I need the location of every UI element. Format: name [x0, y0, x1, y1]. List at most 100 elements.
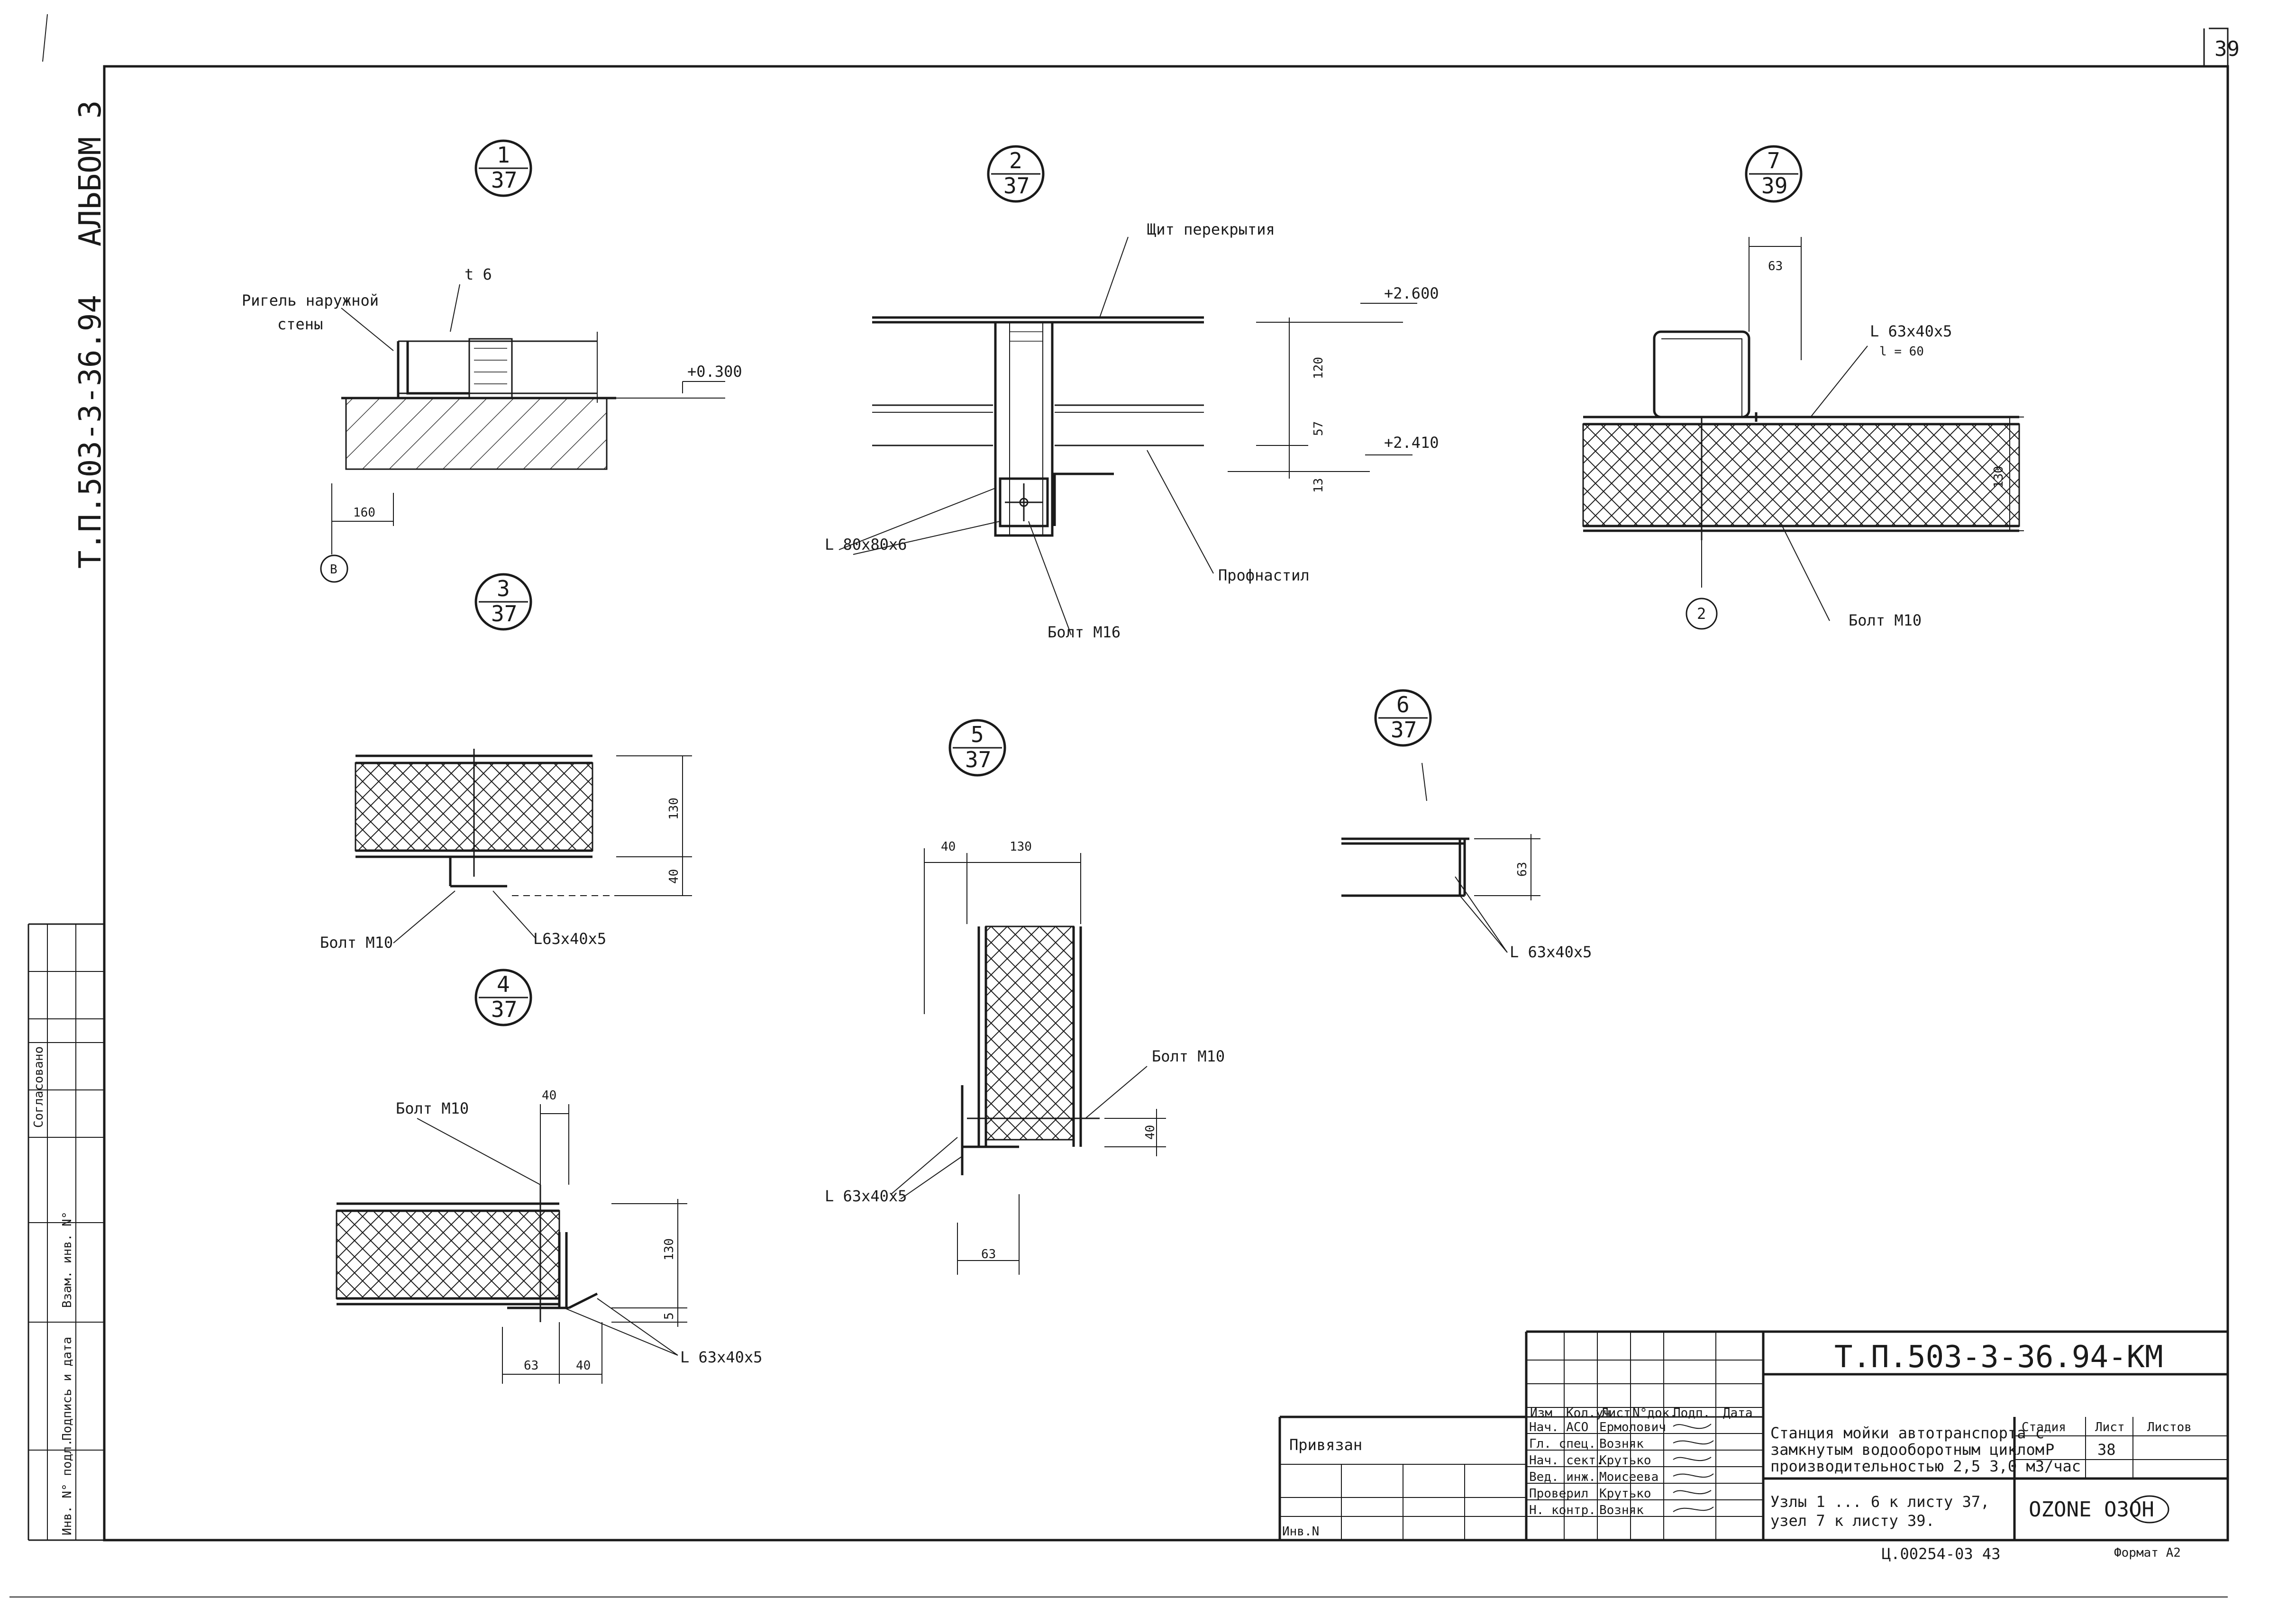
name-1: Ермолович [1599, 1420, 1666, 1434]
node-2-label-shield: Щит перекрытия [1147, 220, 1275, 238]
node-7-angle: L 63х40х5 [1870, 322, 1952, 340]
node-2-drawing [838, 236, 1417, 635]
footer-note: Ц.00254-03 43 [1882, 1545, 2000, 1563]
node-7-dim-height: 130 [1992, 466, 2006, 488]
title-line-1: Станция мойки автотранспорта с [1770, 1424, 2044, 1442]
stamp-vzam: Взам. инв. N° [60, 1212, 74, 1308]
node-5-drawing [891, 848, 1166, 1275]
node-5-bolt: Болт М10 [1152, 1047, 1225, 1065]
col-list: Лист [1601, 1406, 1631, 1420]
callout-6: 6 37 [1374, 689, 1432, 747]
node-2-dim2: 57 [1312, 421, 1326, 436]
node-7-bolt: Болт М10 [1849, 611, 1922, 629]
callout-7: 7 39 [1745, 145, 1803, 203]
col-data: Дата [1723, 1406, 1753, 1420]
role-4: Вед. инж. [1529, 1470, 1596, 1484]
sheet-frame [9, 14, 2229, 1597]
node-4-dim-b2: 40 [576, 1359, 591, 1373]
sheet-head: Лист [2095, 1420, 2125, 1434]
stamp-podpis: Подпись и дата [60, 1337, 74, 1441]
svg-text:OZONE ОЗОН: OZONE ОЗОН [2029, 1497, 2154, 1522]
node-1-axis: В [330, 563, 337, 577]
name-6: Возняк [1599, 1503, 1644, 1517]
node-5-dim-bottom: 63 [981, 1247, 996, 1261]
node-5-dim-c: 40 [1143, 1125, 1157, 1140]
desc-line-2: узел 7 к листу 39. [1770, 1512, 1935, 1530]
node-4-bolt: Болт М10 [396, 1099, 469, 1117]
node-5-dim-b: 130 [1010, 840, 1032, 854]
format-label: Формат А2 [2114, 1546, 2181, 1560]
node-1-thickness: t 6 [465, 265, 492, 283]
title-privyazan: Привязан [1289, 1436, 1362, 1454]
node-1-label-riegel2: стены [277, 315, 323, 333]
stamp-inv: Инв. N° подл. [60, 1439, 74, 1536]
stage-value: Р [2045, 1441, 2054, 1459]
node-1-level: +0.300 [687, 363, 742, 381]
svg-text:2: 2 [1009, 148, 1022, 173]
node-2-dim1: 120 [1312, 357, 1326, 379]
role-2: Гл. спец. [1529, 1437, 1596, 1451]
title-line-2: замкнутым водооборотным циклом [1770, 1441, 2044, 1459]
node-7-dim-top: 63 [1768, 259, 1783, 273]
stage-head: Стадия [2022, 1420, 2066, 1434]
name-5: Крутько [1599, 1487, 1651, 1501]
node-6-angle: L 63х40х5 [1510, 943, 1592, 961]
node-1-drawing [320, 284, 725, 583]
node-2-profile: Профнастил [1218, 566, 1310, 584]
ozone-logo: OZONE ОЗОН [2029, 1495, 2169, 1524]
role-5: Проверил [1529, 1487, 1588, 1501]
node-2-bolt: Болт М16 [1048, 623, 1121, 641]
stamp-soglasovano: Согласовано [32, 1046, 46, 1128]
node-2-level-top: +2.600 [1384, 284, 1439, 302]
svg-text:37: 37 [491, 601, 517, 626]
svg-text:1: 1 [497, 142, 510, 168]
node-7-drawing [1582, 237, 2024, 630]
node-4-drawing [336, 1104, 687, 1384]
svg-text:37: 37 [965, 747, 991, 772]
node-4-angle: L 63х40х5 [680, 1348, 762, 1366]
node-3-dim1: 130 [667, 798, 681, 820]
title-line-3: производительностью 2,5 3,0 м3/час [1770, 1457, 2081, 1475]
svg-text:6: 6 [1396, 692, 1410, 717]
node-1-label-riegel: Ригель наружной [242, 291, 379, 309]
node-3-dim2: 40 [667, 869, 681, 884]
node-5-dim-a: 40 [941, 840, 956, 854]
callout-5: 5 37 [948, 719, 1006, 777]
svg-text:37: 37 [491, 167, 517, 193]
node-1-dim: 160 [353, 506, 375, 520]
album-label: АЛЬБОМ 3 [73, 100, 108, 246]
title-code: Т.П.503-3-36.94-КМ [1834, 1340, 2163, 1375]
node-7-axis: 2 [1697, 605, 1706, 623]
svg-text:7: 7 [1767, 148, 1780, 173]
node-6-drawing [1341, 762, 1540, 953]
node-7-angle-len: l = 60 [1879, 345, 1924, 359]
svg-text:37: 37 [1003, 173, 1030, 199]
node-2-level-bottom: +2.410 [1384, 434, 1439, 452]
callout-2: 2 37 [987, 145, 1045, 203]
callout-1: 1 37 [474, 139, 532, 197]
title-block [1278, 1330, 2228, 1540]
name-3: Крутько [1599, 1453, 1651, 1468]
svg-text:4: 4 [497, 971, 510, 997]
node-5-angle: L 63х40х5 [825, 1187, 907, 1205]
sheets-head: Листов [2147, 1420, 2192, 1434]
svg-text:5: 5 [971, 722, 984, 747]
node-3-angle: L63х40х5 [533, 930, 606, 948]
role-1: Нач. АСО [1529, 1420, 1588, 1434]
callout-4: 4 37 [474, 969, 532, 1026]
side-margin: АЛЬБОМ 3 Т.П.503-3-36.94 Согласовано Вза… [27, 100, 108, 1541]
col-podp: Подп. [1673, 1406, 1710, 1420]
node-4-dim-height: 130 [662, 1238, 676, 1261]
col-ndok: N°док. [1632, 1406, 1677, 1420]
side-project-code: Т.П.503-3-36.94 [73, 295, 108, 569]
svg-text:39: 39 [1761, 173, 1787, 199]
name-4: Моисеева [1599, 1470, 1658, 1484]
node-4-dim-top: 40 [542, 1089, 556, 1103]
sheet-value: 38 [2097, 1441, 2116, 1459]
title-inv: Инв.N [1282, 1524, 1319, 1539]
svg-text:3: 3 [497, 576, 510, 601]
sheet-number: 39 [2214, 37, 2240, 61]
svg-text:37: 37 [491, 997, 517, 1022]
role-3: Нач. сект. [1529, 1453, 1604, 1468]
